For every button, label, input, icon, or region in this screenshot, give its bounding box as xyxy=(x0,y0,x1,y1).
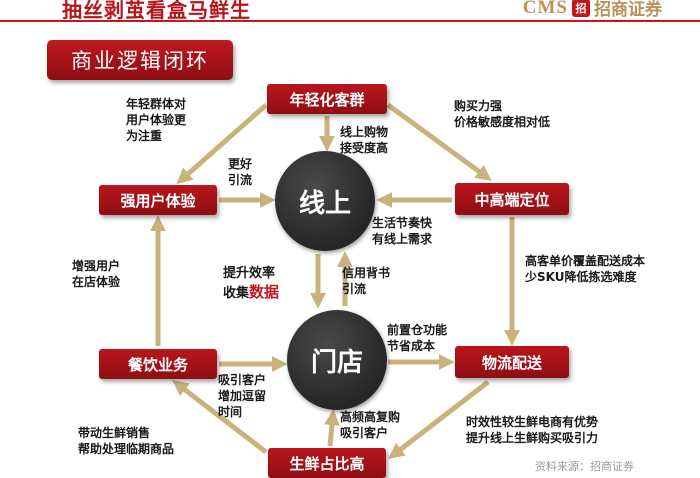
note-young-to-positioning: 购买力强 价格敏感度相对低 xyxy=(454,98,550,130)
note-online-acceptance: 线上购物 接受度高 xyxy=(340,124,388,156)
note-catering-to-store: 吸引客户 增加逗留 时间 xyxy=(218,372,266,420)
page-title: 抽丝剥茧看盒马鲜生 xyxy=(62,0,251,22)
note-line: 在店体验 xyxy=(72,275,121,289)
note-line: 帮助处理临期商品 xyxy=(78,442,175,456)
brand-name: 招商证券 xyxy=(594,0,662,20)
arrow-logistics-to-fresh xyxy=(388,380,490,459)
note-line: 引流 xyxy=(228,173,253,187)
note-line: 用户体验更 xyxy=(126,113,187,127)
note-fresh-to-store: 高频高复购 吸引客户 xyxy=(340,409,400,441)
note-line: 信用背书 xyxy=(342,266,391,280)
note-line: 购买力强 xyxy=(454,99,503,113)
note-line: 提升线上生鲜购买吸引力 xyxy=(466,431,599,445)
note-text: 收集 xyxy=(223,286,250,301)
note-young-to-experience: 年轻群体对 用户体验更 为注重 xyxy=(126,96,186,144)
note-line: 年轻群体对 xyxy=(126,97,187,111)
brand-logo: CMS 招 招商证券 xyxy=(523,0,662,20)
source-note: 资料来源：招商证券 xyxy=(535,460,634,473)
note-catering-to-experience: 增强用户 在店体验 xyxy=(72,258,120,290)
arrow-fresh-to-catering xyxy=(172,380,268,454)
note-line: 有线上需求 xyxy=(372,232,433,246)
center-online: 线上 xyxy=(275,151,375,251)
note-line: 线上购物 xyxy=(340,125,389,139)
arrow-young-to-positioning xyxy=(386,102,492,181)
note-line: 前置仓功能 xyxy=(387,323,448,337)
note-front-warehouse: 前置仓功能 节省成本 xyxy=(387,322,447,354)
note-line: 吸引客户 xyxy=(218,373,267,387)
note-line: 更好 xyxy=(228,157,253,171)
node-young-customers: 年轻化客群 xyxy=(267,84,387,114)
data-highlight: 数据 xyxy=(249,283,280,301)
center-store: 门店 xyxy=(287,310,387,410)
note-credit: 信用背书 引流 xyxy=(342,265,390,297)
node-logistics: 物流配送 xyxy=(455,346,569,378)
note-line: 接受度高 xyxy=(340,141,389,155)
note-efficiency: 提升效率 收集数据 xyxy=(223,264,279,303)
note-line: 为注重 xyxy=(126,129,163,143)
note-line: 节省成本 xyxy=(387,339,436,353)
note-line: 时效性较生鲜电商有优势 xyxy=(466,415,599,429)
header-divider xyxy=(0,20,700,22)
note-positioning-to-logistics: 高客单价覆盖配送成本 少SKU降低拣选难度 xyxy=(525,253,645,285)
note-fresh-to-catering: 带动生鲜销售 帮助处理临期商品 xyxy=(78,425,174,457)
brand-logo-icon: 招 xyxy=(572,0,590,17)
node-mid-high-positioning: 中高端定位 xyxy=(455,183,569,215)
arrow-young-to-experience xyxy=(176,103,268,185)
node-strong-experience: 强用户体验 xyxy=(99,185,217,215)
note-line: 吸引客户 xyxy=(340,426,389,440)
note-line: 增强用户 xyxy=(72,259,121,273)
note-line: 高客单价覆盖配送成本 xyxy=(525,254,646,268)
note-line: 收集数据 xyxy=(223,283,279,303)
node-catering: 餐饮业务 xyxy=(99,349,217,379)
note-line: 高频高复购 xyxy=(340,410,401,424)
brand-cms-text: CMS xyxy=(522,0,568,18)
note-line: 时间 xyxy=(218,405,243,419)
note-logistics-to-fresh: 时效性较生鲜电商有优势 提升线上生鲜购买吸引力 xyxy=(466,414,598,446)
section-banner: 商业逻辑闭环 xyxy=(47,40,233,80)
note-line: 带动生鲜销售 xyxy=(78,426,151,440)
note-line: 提升效率 xyxy=(223,266,276,281)
note-line: 增加逗留 xyxy=(218,389,267,403)
header: 抽丝剥茧看盒马鲜生 CMS 招 招商证券 xyxy=(0,0,700,22)
node-fresh-ratio: 生鲜占比高 xyxy=(268,448,386,478)
note-line: 引流 xyxy=(342,282,367,296)
note-line: 生活节奏快 xyxy=(372,216,433,230)
note-line: 价格敏感度相对低 xyxy=(454,115,551,129)
note-line: 少SKU降低拣选难度 xyxy=(525,270,637,284)
note-positioning-to-online: 生活节奏快 有线上需求 xyxy=(372,215,432,247)
note-experience-to-online: 更好 引流 xyxy=(228,156,252,188)
arrow-fresh-to-store xyxy=(323,409,340,447)
